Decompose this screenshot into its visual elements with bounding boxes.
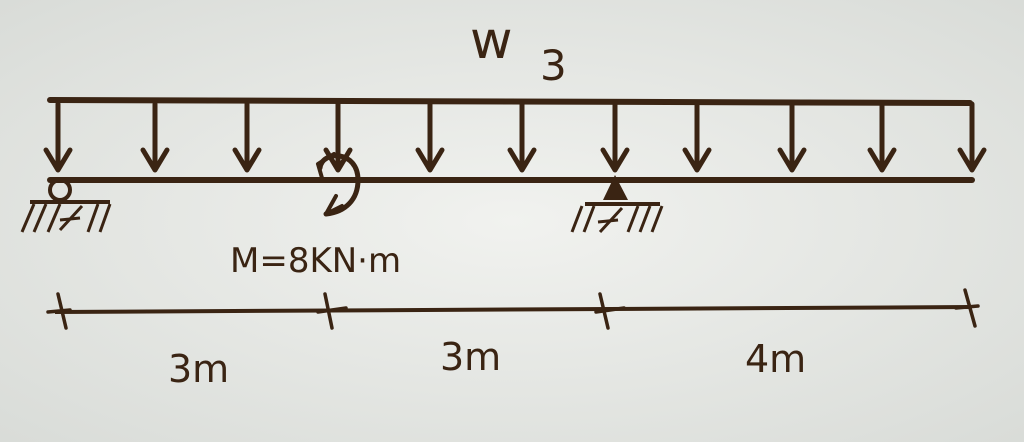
- load-arrow-icon: [957, 101, 987, 173]
- dimension-ticks: [46, 288, 980, 330]
- load-arrow-icon: [867, 101, 897, 173]
- hatch-ground-icon: [20, 203, 112, 233]
- dimension-tick-3: [316, 292, 348, 330]
- hatch-ground-icon: [570, 205, 664, 234]
- distributed-load-arrows: [43, 101, 987, 173]
- load-arrow-icon: [777, 101, 807, 173]
- dimension-line: [54, 305, 973, 314]
- load-arrow-icon: [415, 101, 445, 173]
- span-label-3: 4m: [745, 337, 806, 381]
- span-label-2: 3m: [440, 335, 501, 379]
- moment-arrow-icon: [316, 152, 361, 217]
- load-arrow-icon: [507, 101, 537, 173]
- dimension-tick-10: [954, 288, 980, 328]
- moment-label: M=8KN·m: [230, 241, 401, 281]
- load-arrow-icon: [682, 101, 712, 173]
- left-support: [20, 178, 112, 233]
- dimension-tick-0: [46, 292, 72, 330]
- load-arrow-icon: [43, 101, 73, 173]
- load-subscript: 3: [540, 41, 567, 90]
- dimension-tick-6: [594, 292, 626, 330]
- load-title: w 3: [470, 11, 567, 90]
- pin-icon: [603, 175, 628, 200]
- load-arrow-icon: [140, 101, 170, 173]
- load-arrow-icon: [232, 101, 262, 173]
- load-top-line: [47, 97, 973, 106]
- span-label-1: 3m: [168, 347, 229, 391]
- load-arrow-icon: [600, 101, 630, 173]
- load-label: w: [470, 11, 513, 71]
- middle-support: [570, 175, 664, 234]
